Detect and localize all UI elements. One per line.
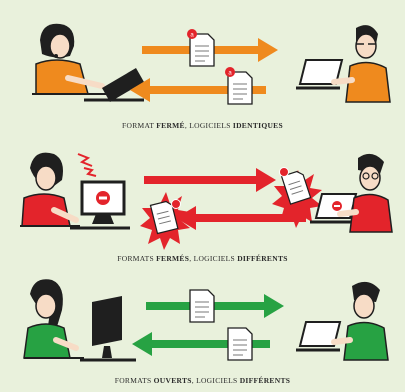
right-user-man-icon (331, 25, 391, 103)
right-laptop-icon (296, 59, 344, 90)
caption-bold: DIFFÉRENTS (239, 376, 291, 385)
caption-part: FORMATS (114, 376, 154, 385)
document-icon: a (187, 29, 215, 67)
left-user-woman-icon (32, 23, 110, 95)
arrow-left-orange (130, 78, 266, 102)
arrow-left-red (176, 206, 306, 230)
caption-bold: FERMÉ (156, 121, 185, 130)
svg-text:a: a (228, 71, 232, 77)
caption-part: FORMAT (122, 121, 157, 130)
left-monitor-icon (80, 296, 136, 362)
rejected-document-icon (140, 192, 190, 250)
left-user-woman-icon (20, 152, 80, 227)
caption-part: , LOGICIELS (184, 121, 233, 130)
caption-closed-different: FORMATS FERMÉS, LOGICIELS DIFFÉRENTS (0, 254, 405, 263)
arrow-right-green (146, 294, 284, 318)
left-user-woman-icon (23, 279, 84, 359)
scene-closed-different (20, 152, 393, 250)
caption-bold: OUVERTS (153, 376, 192, 385)
panel-closed-same: a a FORMAT FERMÉ, LOGICIELS I (0, 0, 405, 130)
right-laptop-icon (296, 321, 342, 352)
scene-closed-same: a a (32, 23, 391, 105)
frustration-spark-icon (77, 153, 97, 177)
caption-closed-same: FORMAT FERMÉ, LOGICIELS IDENTIQUES (0, 121, 405, 130)
svg-text:a: a (190, 33, 194, 39)
caption-part: , LOGICIELS (189, 254, 238, 263)
right-user-man-icon (331, 281, 389, 361)
caption-bold: DIFFÉRENTS (237, 254, 288, 263)
document-icon: a (225, 67, 253, 105)
right-user-man-icon (337, 153, 393, 233)
arrow-right-red (144, 168, 276, 192)
caption-bold: FERMÉS (156, 254, 190, 263)
right-laptop-icon (310, 193, 358, 224)
panel-closed-different: FORMATS FERMÉS, LOGICIELS DIFFÉRENTS (0, 132, 405, 263)
caption-part: , LOGICIELS (191, 376, 240, 385)
document-icon (189, 289, 215, 323)
panel-open-different: FORMATS OUVERTS, LOGICIELS DIFFÉRENTS (0, 266, 405, 392)
caption-open-different: FORMATS OUVERTS, LOGICIELS DIFFÉRENTS (0, 376, 405, 385)
document-icon (227, 327, 253, 361)
rejected-document-icon (272, 167, 322, 228)
left-laptop-icon (84, 68, 144, 102)
caption-bold: IDENTIQUES (232, 121, 283, 130)
scene-open-different (23, 279, 389, 362)
arrow-left-green (132, 332, 270, 356)
left-monitor-icon (70, 180, 130, 230)
caption-part: FORMATS (117, 254, 157, 263)
